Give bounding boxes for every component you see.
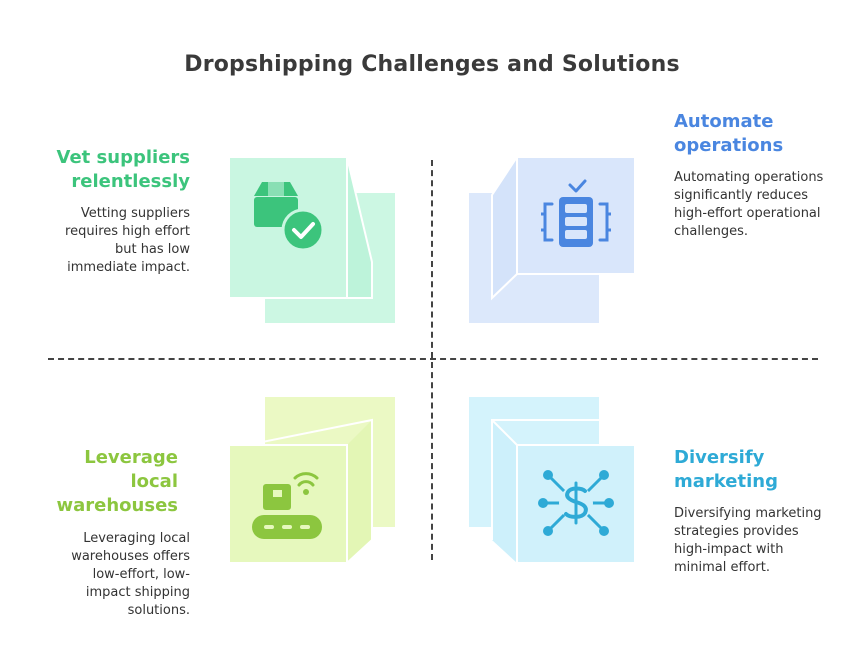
vertical-axis-divider xyxy=(431,160,433,560)
package-check-icon xyxy=(254,182,325,252)
horizontal-axis-divider xyxy=(48,358,818,360)
description-diversify-marketing: Diversifying marketing strategies provid… xyxy=(674,506,822,575)
heading-leverage-warehouses: Leverage local warehouses xyxy=(56,447,179,516)
dollar-network-icon xyxy=(538,470,614,536)
conveyor-wireless-icon xyxy=(252,472,322,539)
heading-diversify-marketing: Diversify marketing xyxy=(674,447,778,492)
description-automate-operations: Automating operations significantly redu… xyxy=(674,170,824,239)
server-automation-icon xyxy=(541,179,611,247)
description-leverage-warehouses: Leveraging local warehouses offers low-e… xyxy=(71,531,190,618)
diagram-title: Dropshipping Challenges and Solutions xyxy=(184,52,680,77)
heading-automate-operations: Automate operations xyxy=(674,111,784,156)
heading-vet-suppliers: Vet suppliers relentlessly xyxy=(56,147,190,192)
description-vet-suppliers: Vetting suppliers requires high effort b… xyxy=(65,206,190,275)
